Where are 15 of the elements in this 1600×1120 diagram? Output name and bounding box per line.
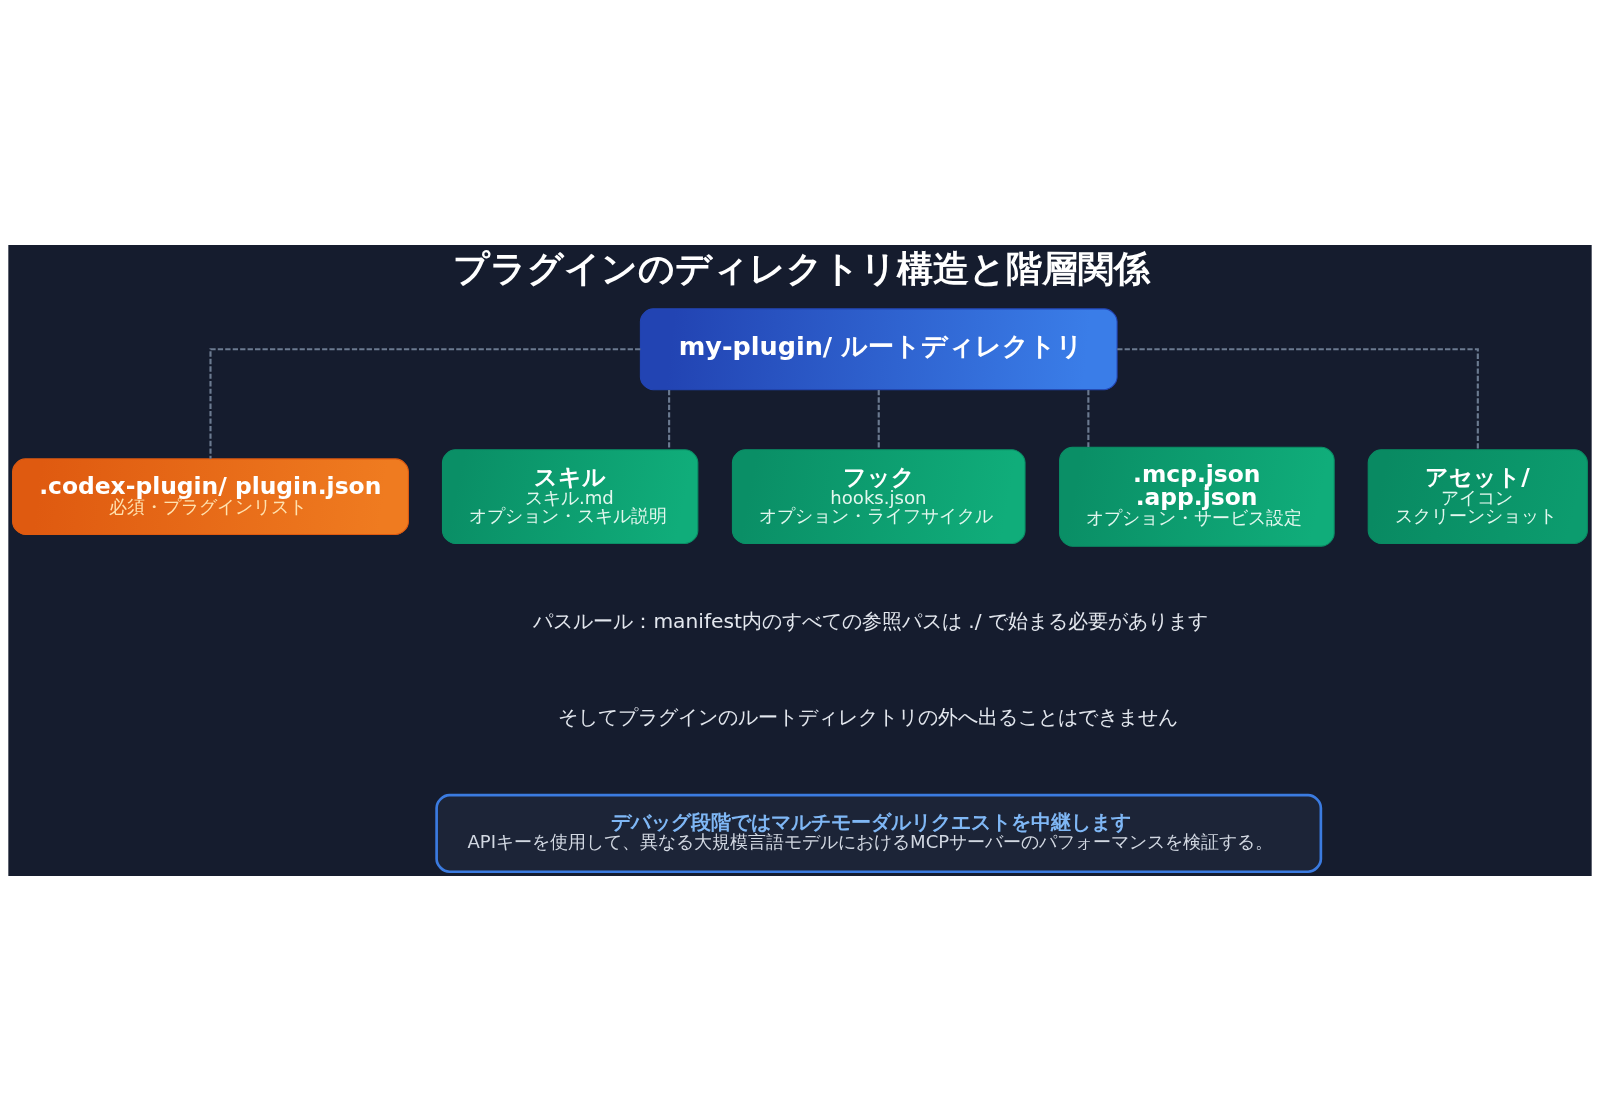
- node-box: my-plugin/ ルートディレクトリ: [639, 307, 1118, 390]
- label: そしてプラグインのルートディレクトリの外へ出ることはできません: [557, 704, 1178, 729]
- label: パスルール：manifest内のすべての参照パスは ./ で始まる必要があります: [533, 608, 1208, 633]
- connector: [209, 347, 641, 459]
- connector: [1117, 347, 1479, 450]
- node-box: スキル スキル.md オプション・スキル説明: [441, 448, 699, 544]
- node-box: フック hooks.json オプション・ライフサイクル: [731, 448, 1026, 544]
- connector: [1087, 389, 1090, 447]
- node-box: .mcp.json .app.json オプション・サービス設定: [1059, 446, 1335, 547]
- connector: [877, 389, 880, 449]
- connector: [668, 389, 671, 449]
- diagram-title: プラグインのディレクトリ構造と階層関係: [453, 246, 1151, 290]
- node-box: .codex-plugin/ plugin.json 必須・プラグインリスト: [12, 457, 409, 535]
- node-box: デバッグ段階ではマルチモーダルリクエストを中継します APIキーを使用して、異なる大規模言語モデルにおけるMCPサーバーのパフォーマンスを検証する。: [435, 793, 1323, 873]
- node-box: アセット/ アイコン スクリーンショット: [1367, 448, 1588, 544]
